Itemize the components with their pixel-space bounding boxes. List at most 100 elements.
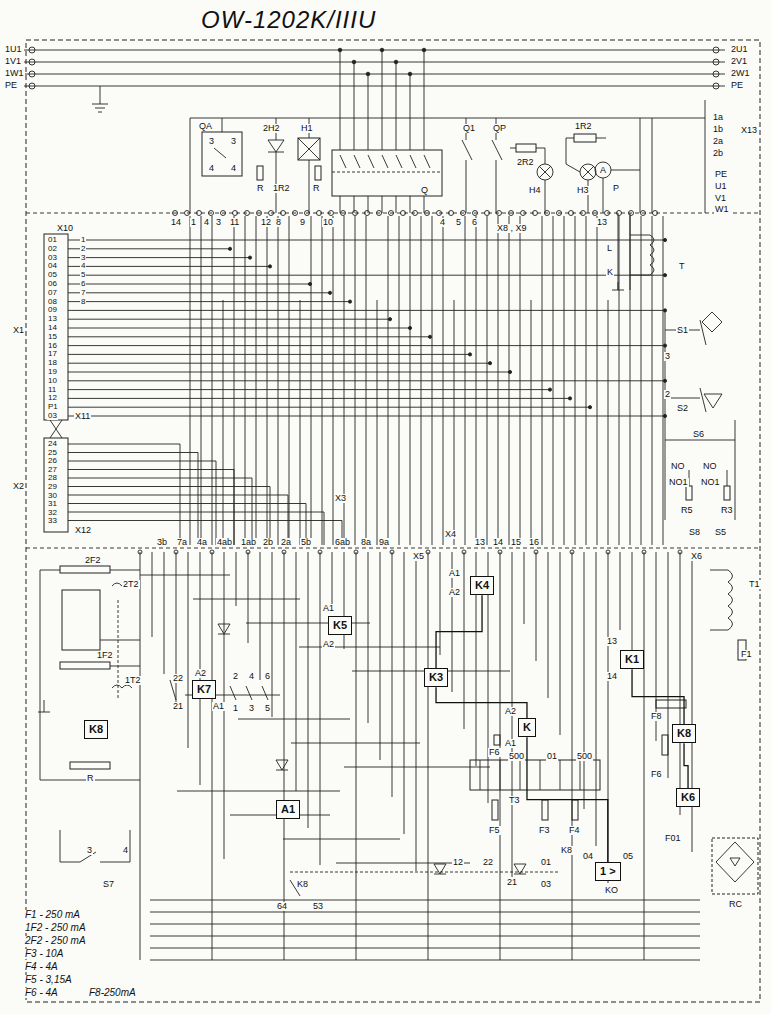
schematic-label: X8 , X9 xyxy=(496,224,528,233)
schematic-label: 14 xyxy=(492,538,504,547)
schematic-label: K xyxy=(606,268,614,277)
signal-wire xyxy=(68,520,342,521)
signal-wire xyxy=(377,300,378,545)
schematic-label: 09 xyxy=(47,306,58,314)
wire xyxy=(588,180,589,213)
schematic-label: 4 xyxy=(439,218,446,227)
schematic-label: 3 xyxy=(208,137,215,146)
signal-wire xyxy=(68,398,570,399)
fuse-symbol xyxy=(656,700,686,708)
wire xyxy=(190,118,191,213)
signal-wire xyxy=(476,216,477,545)
schematic-label: 04 xyxy=(582,852,594,861)
schematic-label: A2 xyxy=(448,588,461,597)
switch-contact xyxy=(262,686,268,700)
schematic-label: X13 xyxy=(740,126,758,135)
signal-wire xyxy=(68,444,180,445)
schematic-label: H3 xyxy=(576,186,590,195)
signal-wire xyxy=(498,216,499,545)
wire xyxy=(665,310,666,520)
control-wire xyxy=(548,552,549,698)
signal-wire xyxy=(465,216,466,545)
schematic-label: F3 xyxy=(538,826,551,835)
schematic-label: 05 xyxy=(622,852,634,861)
schematic-label: NO1 xyxy=(700,478,721,487)
control-wire xyxy=(524,552,525,624)
terminal-row-line xyxy=(26,548,760,549)
schematic-label: F6 xyxy=(650,770,663,779)
diagram-title: OW-1202K/IIIU xyxy=(198,6,379,34)
wire xyxy=(665,440,735,441)
resistor-symbol xyxy=(574,134,596,142)
signal-wire xyxy=(289,216,290,545)
wire xyxy=(222,118,223,132)
schematic-label: X2 xyxy=(12,482,25,491)
relay-block xyxy=(62,590,100,650)
cross-link xyxy=(50,420,62,438)
terminal xyxy=(257,211,262,216)
earth-symbol xyxy=(612,290,624,291)
signal-wire xyxy=(553,216,554,545)
terminal xyxy=(557,211,562,216)
fuse-note: F5 - 3,15A xyxy=(24,975,73,985)
terminal xyxy=(653,211,658,216)
schematic-label: 2 xyxy=(232,672,239,681)
control-wire xyxy=(193,599,300,600)
diode-symbol xyxy=(434,864,446,874)
terminal xyxy=(174,550,178,554)
terminal xyxy=(437,211,442,216)
junction-dot xyxy=(268,265,271,268)
fuse-symbol xyxy=(572,800,578,820)
schematic-label: 03 xyxy=(47,254,58,262)
control-wire xyxy=(236,552,237,606)
schematic-label: V1 xyxy=(714,194,727,203)
wire xyxy=(566,164,580,172)
signal-wire xyxy=(212,216,213,545)
diode-symbol xyxy=(730,858,740,866)
supply-tap xyxy=(410,74,411,150)
terminal xyxy=(497,211,502,216)
diode-symbol xyxy=(218,624,230,634)
terminal xyxy=(413,211,418,216)
junction-dot xyxy=(228,247,231,250)
junction-dot xyxy=(348,300,351,303)
schematic-label: 07 xyxy=(47,289,58,297)
schematic-label: 4 xyxy=(80,262,86,270)
ammeter-symbol xyxy=(595,162,611,178)
schematic-label: 13 xyxy=(596,218,608,227)
switch-contact xyxy=(700,320,706,345)
terminal xyxy=(498,550,502,554)
control-wire xyxy=(560,552,561,735)
signal-wire xyxy=(68,292,330,293)
schematic-label: PE xyxy=(730,81,744,90)
signal-wire xyxy=(68,469,234,470)
schematic-label: 8 xyxy=(80,298,86,306)
schematic-label: 30 xyxy=(47,492,58,500)
terminal xyxy=(449,211,454,216)
signal-wire xyxy=(443,216,444,545)
schematic-label: S1 xyxy=(676,326,689,335)
signal-wire xyxy=(575,216,576,545)
wire xyxy=(276,152,277,213)
diode-symbol xyxy=(514,874,526,875)
control-wire xyxy=(332,552,333,612)
signal-wire xyxy=(252,478,253,545)
transformer-winding xyxy=(560,760,561,790)
switch-contact xyxy=(382,155,388,168)
schematic-label: A xyxy=(599,166,607,175)
schematic-label: 5 xyxy=(80,271,86,279)
schematic-label: QP xyxy=(492,124,507,133)
signal-wire xyxy=(198,453,199,546)
schematic-label: 2 xyxy=(664,390,671,399)
signal-wire xyxy=(68,389,550,390)
schematic-label: A1 xyxy=(322,604,335,613)
schematic-label: 10 xyxy=(47,377,58,385)
switch-contact xyxy=(700,388,706,412)
fuse-symbol xyxy=(60,566,110,573)
supply-terminal xyxy=(29,71,35,77)
terminal xyxy=(389,211,394,216)
schematic-label: 03 xyxy=(540,880,552,889)
schematic-label: 16 xyxy=(528,538,540,547)
schematic-label: 8a xyxy=(360,538,372,547)
wire-connector xyxy=(632,669,684,724)
